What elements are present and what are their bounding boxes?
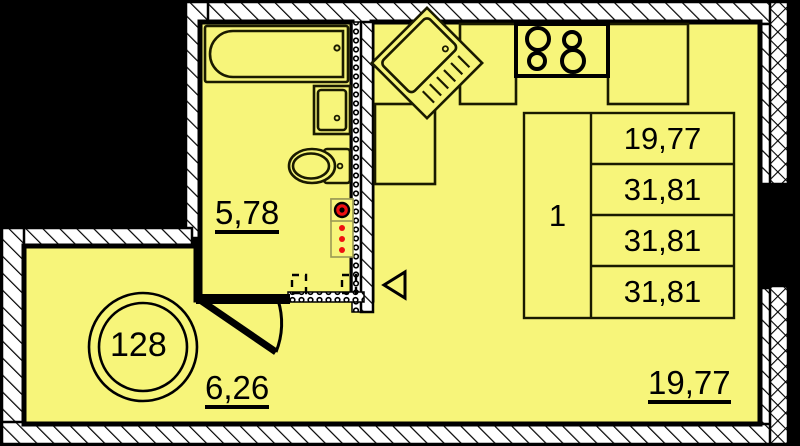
kitchen-sink-drainboard <box>421 55 471 104</box>
area-table-value-3: 31,81 <box>623 222 702 258</box>
kitchen-sink-group <box>370 6 484 120</box>
toilet-bowl-inner <box>291 152 331 180</box>
bathroom-fixtures <box>203 24 352 185</box>
area-label-bathroom: 5,78 <box>215 196 280 234</box>
riser-dot-2 <box>339 236 345 242</box>
washbasin-drain <box>333 114 341 122</box>
area-table-value-1: 19,77 <box>623 120 702 156</box>
area-table-rooms-count: 1 <box>548 197 567 233</box>
kitchen-sink-bowl <box>381 17 458 94</box>
direction-triangle <box>381 269 407 301</box>
apartment-number-badge <box>87 291 199 403</box>
kitchen-furniture <box>370 6 690 186</box>
door-leaf <box>198 297 278 355</box>
area-label-hall: 6,26 <box>205 371 270 409</box>
bathtub-drain <box>333 44 341 52</box>
riser-dot-1 <box>339 225 345 231</box>
burner-large-top-left <box>525 26 551 52</box>
partition-beaded-layer <box>351 21 362 313</box>
area-table-value-4: 31,81 <box>623 274 702 309</box>
area-table-value-2: 31,81 <box>623 171 702 207</box>
kitchen-sink-drain <box>441 45 449 53</box>
bathroom-door-group <box>196 294 290 355</box>
wall-hall-left <box>0 226 26 446</box>
apartment-badge-outer-circle <box>87 291 199 403</box>
area-table-frame <box>522 111 736 320</box>
counter-top-right <box>606 22 690 106</box>
wall-right-exterior-lower <box>768 284 790 446</box>
toilet-tank-button <box>336 162 344 170</box>
area-label-living-kitchen: 19,77 <box>648 366 731 404</box>
water-heater-group <box>330 198 354 258</box>
floor-marker-left <box>290 273 308 295</box>
threshold-beaded-layer <box>287 291 365 303</box>
wall-right-exterior-upper <box>768 0 790 186</box>
riser-dot-3 <box>339 247 345 253</box>
apartment-number: 128 <box>110 326 167 364</box>
floor-marker-group <box>290 273 358 295</box>
bathtub-basin <box>208 29 345 79</box>
burner-small-bottom-left <box>527 51 547 71</box>
burner-small-top-right <box>562 30 582 50</box>
door-jamb <box>196 294 290 304</box>
burner-large-bottom-right <box>560 48 586 74</box>
water-heater-valve-center <box>339 207 345 213</box>
partition-bath-kitchen <box>359 20 375 314</box>
floor-marker-right <box>340 273 358 295</box>
view-direction-marker <box>381 269 407 301</box>
door-swing-arc <box>274 299 284 353</box>
washbasin-bowl <box>316 88 348 132</box>
apartment-badge-inner-circle <box>97 301 189 393</box>
cooktop-group <box>514 22 610 78</box>
